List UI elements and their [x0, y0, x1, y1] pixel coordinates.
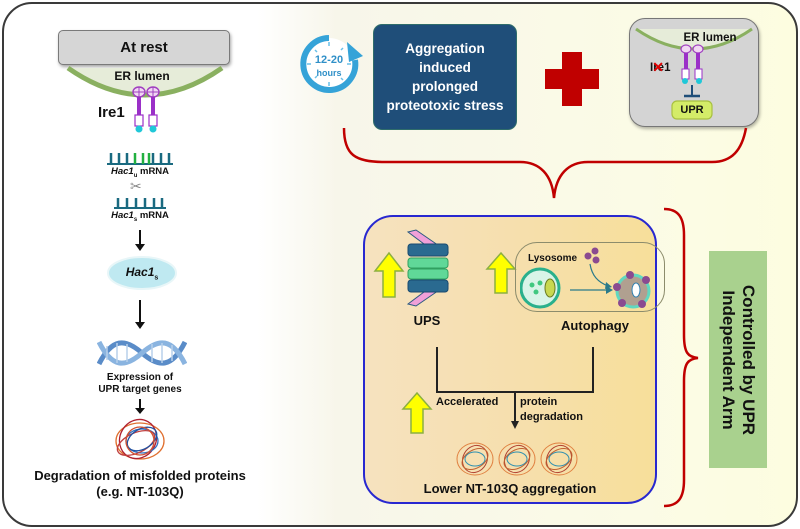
- aggregate-1: [456, 442, 494, 476]
- scissors-icon: ✂: [130, 178, 142, 194]
- arrow-down-icon: [511, 421, 519, 429]
- hac1s-mrna-label: Hac1s mRNA: [100, 210, 180, 223]
- dna-helix-icon: [97, 340, 187, 366]
- aggregate-3: [540, 442, 578, 476]
- hac1s-protein-gene: Hac1: [125, 265, 155, 279]
- mitochondrion-icon: [544, 278, 556, 298]
- er-membrane-ire1-diagram: [66, 65, 224, 133]
- prolonged-stress-box: Aggregation induced prolonged proteotoxi…: [373, 24, 517, 130]
- er-membrane: [66, 65, 224, 98]
- arrow-down-icon: [135, 230, 145, 251]
- stress-line: prolonged: [412, 79, 478, 94]
- ire1-struck-text: re: [653, 62, 665, 74]
- autophagosome-icon: [520, 267, 561, 309]
- hac1s-protein-icon: [107, 256, 177, 290]
- right-curly-bracket: [663, 207, 699, 508]
- ups-label: UPS: [413, 313, 441, 328]
- hac1s-mrna-icon: [114, 198, 166, 209]
- proteasome-icon: [406, 229, 449, 307]
- clock-icon: [300, 35, 363, 93]
- aggregates-icon: [456, 442, 578, 476]
- hac1u-mrna-label: Hac1u mRNA: [100, 166, 180, 179]
- ire1-knockout-box: ER lumen Ire✕1 UPR: [629, 18, 759, 127]
- hac1u-mrna-icon: [107, 153, 173, 165]
- lysosome-label: Lysosome: [528, 253, 578, 264]
- ire1-label: Ire1: [98, 104, 125, 121]
- lysosome-icon: [584, 247, 600, 264]
- degradation-label-line1: Degradation of misfolded proteins: [34, 468, 246, 483]
- expression-label-line2: UPR target genes: [98, 384, 182, 395]
- at-rest-title: At rest: [58, 30, 230, 65]
- hac1s-subscript: s: [133, 216, 138, 223]
- misfolded-protein-icon: [115, 418, 165, 460]
- hac1u-suffix: mRNA: [137, 166, 170, 177]
- degradation-label: degradation: [520, 411, 583, 423]
- arrow-down-icon: [135, 399, 145, 414]
- accelerated-label: Accelerated: [436, 396, 499, 408]
- up-arrow-icon: [485, 251, 517, 294]
- stress-line: induced: [419, 60, 471, 75]
- stress-line: Aggregation: [405, 41, 485, 56]
- knockout-x-icon: ✕: [652, 59, 664, 75]
- autophagy-label: Autophagy: [561, 318, 629, 333]
- expression-label-line1: Expression of: [106, 372, 174, 383]
- autophagy-container: [515, 242, 665, 312]
- stress-line: proteotoxic stress: [386, 98, 504, 113]
- arrow-down-icon: [135, 300, 145, 329]
- hac1u-gene: Hac1: [110, 166, 134, 177]
- autolysosome-icon: [613, 271, 651, 309]
- up-arrow-icon: [401, 391, 433, 434]
- hac1s-gene: Hac1: [111, 210, 134, 221]
- aggregate-2: [498, 442, 536, 476]
- hac1u-subscript: u: [133, 172, 138, 179]
- hac1s-suffix: mRNA: [137, 210, 169, 221]
- ko-ire1-label: Ire✕1: [650, 59, 680, 75]
- result-label: Lower NT-103Q aggregation: [423, 481, 597, 496]
- degradation-label-line2: (e.g. NT-103Q): [96, 484, 184, 499]
- hac1s-protein-label: Hac1s: [115, 265, 169, 281]
- clock-duration: 12-20: [314, 54, 344, 66]
- ire1-suffix: 1: [664, 62, 671, 74]
- top-curly-bracket: [342, 127, 748, 199]
- upr-label: UPR: [680, 104, 704, 116]
- side-label-text: Controlled by UPR Independent Arm: [719, 284, 758, 435]
- ire1-dimer-icon: [132, 86, 160, 133]
- side-label-box: Controlled by UPR Independent Arm: [709, 251, 767, 468]
- clock-unit: hours: [316, 68, 342, 78]
- protein-label: protein: [520, 396, 558, 408]
- autophagy-diagram: [520, 247, 651, 309]
- hac1s-protein-subscript: s: [154, 274, 159, 282]
- upr-cylinder: [671, 100, 713, 120]
- ko-ire1-diagram: [635, 27, 753, 120]
- ire1-prefix: I: [650, 62, 654, 74]
- ko-er-lumen-label: ER lumen: [683, 32, 737, 44]
- convergence-arrows: [436, 347, 594, 429]
- up-arrow-icon: [373, 251, 405, 298]
- plus-icon: [545, 52, 599, 106]
- er-lumen-label: ER lumen: [114, 69, 170, 83]
- ire1-struck: re✕: [652, 59, 665, 75]
